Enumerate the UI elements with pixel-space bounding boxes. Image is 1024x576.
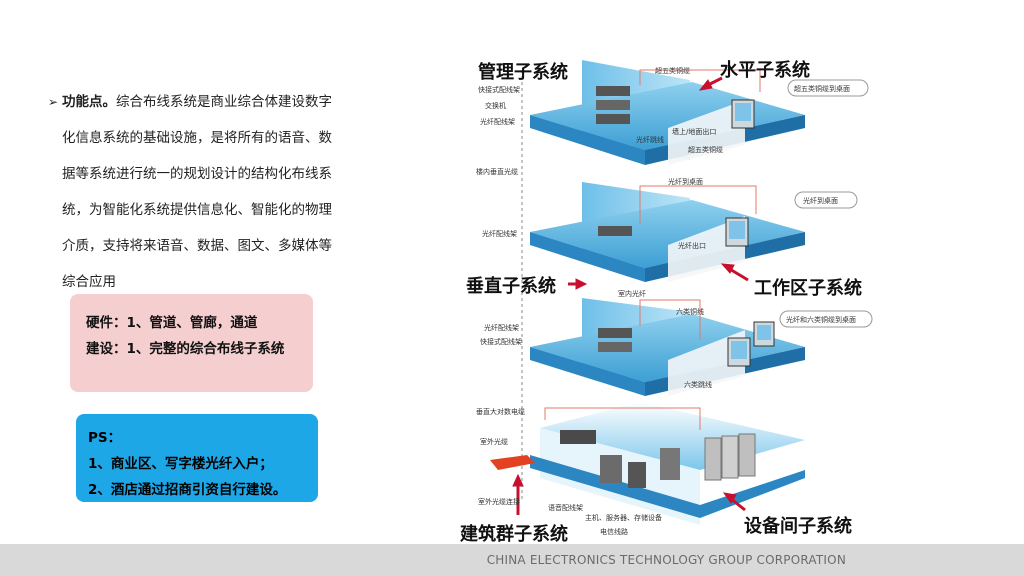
paragraph-line-2: 化信息系统的基础设施，是将所有的语音、数 bbox=[62, 130, 332, 146]
paragraph-title: 功能点。 bbox=[62, 94, 116, 110]
ps-title: PS： bbox=[88, 430, 122, 446]
footer-company-name: CHINA ELECTRONICS TECHNOLOGY GROUP CORPO… bbox=[486, 553, 846, 567]
paragraph-line-3: 据等系统进行统一的规划设计的结构化布线系 bbox=[62, 166, 332, 182]
floor-3 bbox=[530, 298, 805, 396]
label-fiber-panel-2: 光纤配线架 bbox=[482, 229, 517, 238]
label-cat6-jumper: 六类跳线 bbox=[684, 380, 712, 389]
label-equipment-subsystem: 设备间子系统 bbox=[744, 516, 852, 537]
label-vertical-subsystem: 垂直子系统 bbox=[466, 276, 556, 297]
label-fiber-jumper-1: 光纤跳线 bbox=[636, 135, 664, 144]
label-cat5e-1: 超五类铜缆 bbox=[655, 66, 690, 75]
label-fiber-outlet: 光纤出口 bbox=[678, 241, 706, 250]
paragraph-line-6: 综合应用 bbox=[62, 274, 116, 290]
hardware-line: 硬件：1、管道、管廊，通道 bbox=[86, 315, 258, 331]
label-cat5e-2: 超五类铜缆 bbox=[688, 145, 723, 154]
hardware-box: 硬件：1、管道、管廊，通道 建设：1、完整的综合布线子系统 bbox=[70, 294, 313, 392]
callout-cat5e-desk: 超五类铜缆到桌面 bbox=[794, 84, 850, 93]
callout-floor-1: 超五类铜缆到桌面 bbox=[787, 79, 869, 97]
label-indoor-fiber: 室内光纤 bbox=[618, 289, 646, 298]
function-paragraph: ➢ 功能点。综合布线系统是商业综合体建设数字 化信息系统的基础设施，是将所有的语… bbox=[48, 84, 366, 300]
label-cat6-copper: 六类铜线 bbox=[676, 307, 704, 316]
label-outdoor-fiber: 室外光缆 bbox=[480, 437, 508, 446]
callout-fiber-desk: 光纤到桌面 bbox=[803, 196, 838, 205]
label-fiber-panel-3: 光纤配线架 bbox=[484, 323, 519, 332]
ps-line-2: 2、酒店通过招商引资自行建设。 bbox=[88, 482, 287, 498]
label-campus-subsystem: 建筑群子系统 bbox=[460, 524, 568, 545]
red-arrows bbox=[512, 76, 749, 515]
label-riser-fiber: 楼内垂直光缆 bbox=[476, 167, 518, 176]
floor-1 bbox=[530, 60, 805, 165]
label-fiber-to-desk-1: 光纤到桌面 bbox=[668, 177, 703, 186]
label-outdoor-fiber-conn: 室外光缆连接 bbox=[478, 497, 520, 506]
paragraph-line-1: 综合布线系统是商业综合体建设数字 bbox=[116, 94, 332, 110]
cabling-system-diagram: 快接式配线架 交换机 光纤配线架 超五类铜缆 墙上/地面出口 光纤跳线 超五类铜… bbox=[476, 60, 873, 536]
ps-box: PS： 1、商业区、写字楼光纤入户； 2、酒店通过招商引资自行建设。 bbox=[76, 414, 318, 502]
label-management-subsystem: 管理子系统 bbox=[478, 62, 568, 83]
bullet-arrow-icon: ➢ bbox=[48, 95, 59, 109]
ps-line-1: 1、商业区、写字楼光纤入户； bbox=[88, 456, 273, 472]
construction-line: 建设：1、完整的综合布线子系统 bbox=[86, 341, 285, 357]
label-horizontal-subsystem: 水平子系统 bbox=[720, 60, 810, 81]
label-switch: 交换机 bbox=[485, 101, 506, 110]
callout-floor-2: 光纤到桌面 bbox=[794, 191, 858, 209]
floor-2 bbox=[530, 182, 805, 282]
equipment-room bbox=[490, 402, 805, 525]
callout-fiber-cat6-desk: 光纤和六类铜缆到桌面 bbox=[786, 315, 856, 324]
label-telecom-line: 电信线路 bbox=[600, 527, 628, 536]
label-quick-patch-panel-3: 快接式配线架 bbox=[480, 337, 522, 346]
label-hosts-servers: 主机、服务器、存储设备 bbox=[585, 513, 662, 522]
label-wall-outlet: 墙上/地面出口 bbox=[672, 127, 716, 136]
label-voice-panel: 语音配线架 bbox=[548, 503, 583, 512]
callout-floor-3: 光纤和六类铜缆到桌面 bbox=[779, 310, 873, 328]
label-backbone-cable: 垂直大对数电缆 bbox=[476, 407, 525, 416]
paragraph-line-5: 介质，支持将来语音、数据、图文、多媒体等 bbox=[62, 238, 332, 254]
paragraph-line-4: 统，为智能化系统提供信息化、智能化的物理 bbox=[62, 202, 332, 218]
label-fiber-panel-1: 光纤配线架 bbox=[480, 117, 515, 126]
label-work-area-subsystem: 工作区子系统 bbox=[754, 278, 862, 299]
footer-bar bbox=[0, 544, 1024, 576]
label-quick-patch-panel: 快接式配线架 bbox=[478, 85, 520, 94]
